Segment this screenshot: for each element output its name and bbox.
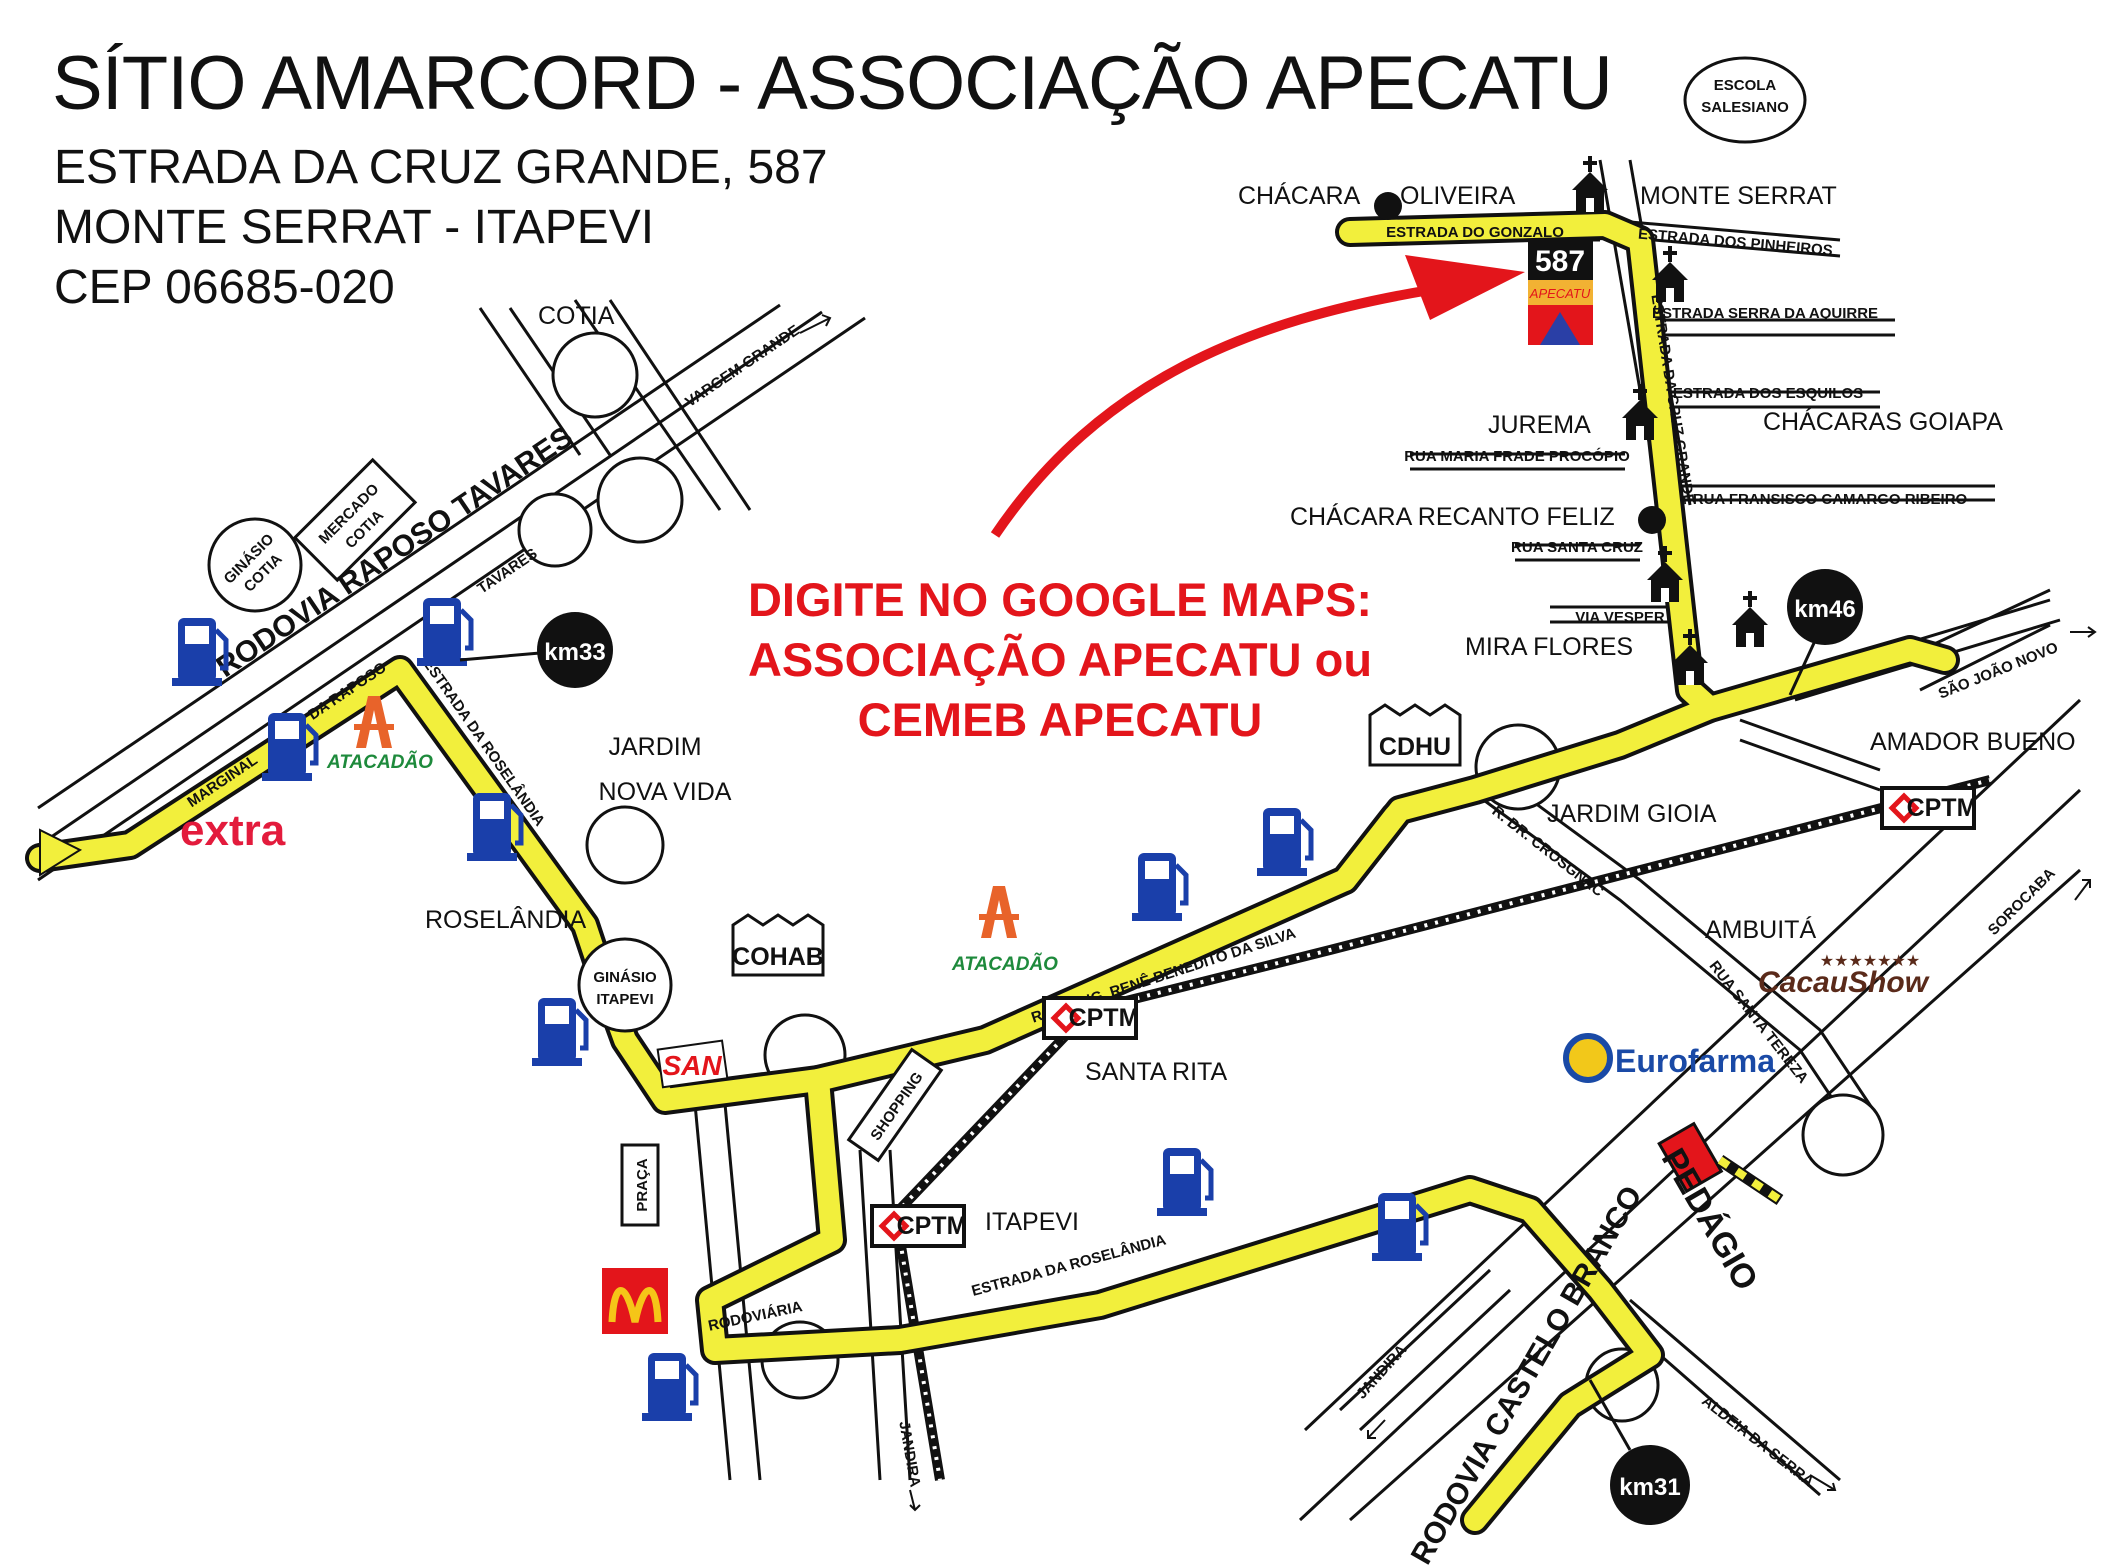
praca-label: PRAÇA <box>634 1158 651 1212</box>
km46-marker <box>1787 569 1863 645</box>
pedagio: PEDÁGIO <box>1654 1121 1784 1297</box>
roselandia-label: ROSELÂNDIA <box>425 905 586 934</box>
eurofarma-logo: Eurofarma <box>1615 1043 1775 1079</box>
vargem-grande: VARGEM GRANDE <box>682 322 803 411</box>
eurofarma-globe <box>1563 1033 1613 1083</box>
estrada-do-gonzalo: ESTRADA DO GONZALO <box>1386 224 1564 241</box>
km33-label: km33 <box>544 639 605 666</box>
toll-booth <box>1657 1121 1724 1194</box>
km33-marker <box>537 612 613 688</box>
ginasio-itapevi-label-2: ITAPEVI <box>596 991 653 1008</box>
ginasio-cotia-circle <box>207 517 303 613</box>
fuel-pump-icon <box>532 998 586 1066</box>
jurema-label: JUREMA <box>1488 411 1591 439</box>
ginasio-itapevi-label-1: GINÁSIO <box>593 969 657 986</box>
cptm-label-1: CPTM <box>1907 794 1978 822</box>
praca-box <box>620 1143 660 1227</box>
estrada-dos-esquilos: ESTRADA DOS ESQUILOS <box>1673 385 1863 402</box>
fuel-pump-icon <box>1257 808 1311 876</box>
destination-marker: 587 APECATU <box>1528 240 1593 345</box>
fuel-pump-icon <box>417 598 471 666</box>
place-dot-icon <box>1374 192 1402 220</box>
cacau-show-logo: CacauShow <box>1758 966 1930 999</box>
place-dot-icon <box>1638 506 1666 534</box>
km31-label: km31 <box>1619 1474 1680 1501</box>
fuel-pump-icon <box>1157 1148 1211 1216</box>
route-start-arrow <box>39 828 83 877</box>
destination-arrow <box>990 285 1431 538</box>
fuel-pump-icon <box>642 1353 696 1421</box>
mercado-cotia-box <box>292 457 418 583</box>
chacaras-goiapa-label: CHÁCARAS GOIAPA <box>1763 407 2003 436</box>
shopping-box <box>846 1047 944 1163</box>
jandira-1: JANDIRA <box>1353 1341 1410 1402</box>
escola-label: ESCOLA <box>1714 77 1777 94</box>
church-icon <box>1732 591 1768 647</box>
km-markers: km33 km46 km31 <box>459 569 1863 1525</box>
jardim-nova-vida-label-1: JARDIM <box>608 733 701 761</box>
cohab-label: COHAB <box>732 943 824 971</box>
direction-arrow-icons <box>799 314 2097 1512</box>
cptm-label-2: CPTM <box>1069 1004 1140 1032</box>
atacadao-label-1: ATACADÃO <box>326 751 433 773</box>
chacara-oliveira-label-2: OLIVEIRA <box>1400 182 1516 210</box>
fuel-pump-icon <box>1132 853 1186 921</box>
mira-flores-label: MIRA FLORES <box>1465 633 1633 661</box>
ambuita-label: AMBUITÁ <box>1705 915 1816 944</box>
km31-marker <box>1610 1445 1690 1525</box>
cdhu-label: CDHU <box>1379 733 1451 761</box>
salesiano-label: SALESIANO <box>1701 99 1789 116</box>
amador-bueno-label: AMADOR BUENO <box>1870 728 2076 756</box>
tavares: TAVARES <box>474 545 540 597</box>
chacara-oliveira-label-1: CHÁCARA <box>1238 181 1361 210</box>
sorocaba: SOROCABA <box>1985 865 2059 939</box>
cotia-label: COTIA <box>538 302 615 330</box>
rua-maria-frade-procopio: RUA MARIA FRADE PROCÓPIO <box>1404 447 1630 465</box>
jardim-gioia-label: JARDIM GIOIA <box>1547 800 1717 828</box>
destination-label: APECATU <box>1529 286 1591 301</box>
jandira-2: JANDIRA <box>895 1420 923 1489</box>
instruction-line-2: ASSOCIAÇÃO APECATU ou <box>747 633 1373 686</box>
itapevi-label: ITAPEVI <box>985 1208 1079 1236</box>
santa-rita-label: SANTA RITA <box>1085 1058 1227 1086</box>
atacadao-logo-2 <box>979 886 1019 938</box>
atacadao-label-2: ATACADÃO <box>951 953 1058 975</box>
monte-serrat-label: MONTE SERRAT <box>1640 182 1837 210</box>
aldeia-da-serra: ALDEIA DA SERRA <box>1698 1393 1817 1491</box>
address-line-2: MONTE SERRAT - ITAPEVI <box>54 201 655 254</box>
church-icon <box>1572 156 1608 212</box>
estrada-serra-da-aquirre: ESTRADA SERRA DA AQUIRRE <box>1652 305 1878 322</box>
railway-track <box>876 775 1992 1481</box>
google-maps-instruction: DIGITE NO GOOGLE MAPS: ASSOCIAÇÃO APECAT… <box>700 570 1420 750</box>
destination-arrowhead <box>1405 255 1525 320</box>
escola-salesiano-circle <box>1683 56 1807 144</box>
brand-logos: extra ATACADÃO ATACADÃO SAN Eurofarma Ca… <box>180 696 1930 1334</box>
cdhu-building: CDHU <box>1368 703 1462 767</box>
instruction-line-3: CEMEB APECATU <box>857 693 1263 746</box>
svg-text:★★★★★★★: ★★★★★★★ <box>1820 953 1920 970</box>
rua-fransisco-camargo-ribeiro: RUA FRANSISCO CAMARGO RIBEIRO <box>1693 491 1968 508</box>
via-vesper: VIA VESPER <box>1575 609 1665 626</box>
jardim-nova-vida-label-2: NOVA VIDA <box>599 778 732 806</box>
san-logo: SAN <box>662 1050 722 1081</box>
destination-number: 587 <box>1535 245 1585 278</box>
km46-label: km46 <box>1794 596 1855 623</box>
cptm-label-3: CPTM <box>897 1212 968 1240</box>
chacara-recanto-feliz-label: CHÁCARA RECANTO FELIZ <box>1290 502 1615 531</box>
cohab-building: COHAB <box>731 913 825 977</box>
cptm-stations: CPTM CPTM CPTM <box>872 788 1977 1246</box>
address-line-1: ESTRADA DA CRUZ GRANDE, 587 <box>54 141 828 194</box>
ginasio-itapevi-circle <box>577 937 673 1033</box>
extra-logo: extra <box>180 806 286 855</box>
instruction-line-1: DIGITE NO GOOGLE MAPS: <box>747 573 1373 626</box>
place-labels: CHÁCARA OLIVEIRA MONTE SERRAT JUREMA CHÁ… <box>425 181 2076 1236</box>
address-line-3: CEP 06685-020 <box>54 261 395 314</box>
page-title: SÍTIO AMARCORD - ASSOCIAÇÃO APECATU <box>52 41 1613 126</box>
rua-santa-cruz: RUA SANTA CRUZ <box>1511 539 1643 556</box>
